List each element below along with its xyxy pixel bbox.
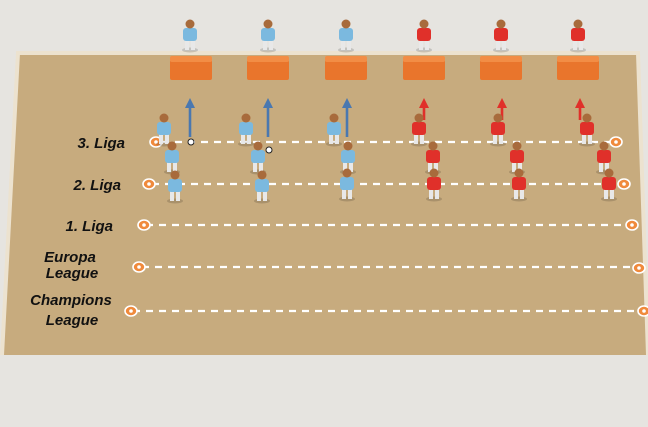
balls: [187, 138, 273, 154]
ball-icon: [187, 138, 195, 146]
player-icon: [570, 19, 586, 53]
label-champions-1: Champions: [30, 292, 112, 309]
player-icon: [416, 19, 432, 53]
arrow-icon: [419, 98, 429, 120]
cone-icon: [632, 262, 646, 274]
arrow-icon: [342, 98, 352, 137]
label-liga1: 1. Liga: [65, 218, 113, 235]
box-icon: [247, 56, 289, 80]
player-icon: [260, 19, 276, 53]
league-labels: 3. Liga 2. Liga 1. Liga Europa League Ch…: [30, 135, 125, 329]
arrow-icon: [575, 98, 585, 120]
label-liga3: 3. Liga: [77, 135, 125, 152]
cone-icon: [142, 178, 156, 190]
back-players: [182, 19, 586, 53]
box-icon: [325, 56, 367, 80]
player-icon: [182, 19, 198, 53]
cone-icon: [637, 305, 648, 317]
label-europa-2: League: [46, 265, 99, 282]
field: [2, 53, 648, 355]
arrow-icon: [263, 98, 273, 137]
label-liga2: 2. Liga: [72, 177, 121, 194]
cone-icon: [137, 219, 151, 231]
player-icon: [338, 19, 354, 53]
box-icon: [170, 56, 212, 80]
cone-icon: [617, 178, 631, 190]
ball-icon: [265, 146, 273, 154]
dashed-lines: [133, 140, 643, 313]
player-icon: [493, 19, 509, 53]
box-icon: [403, 56, 445, 80]
box-icon: [480, 56, 522, 80]
cone-icon: [609, 136, 623, 148]
cone-icon: [625, 219, 639, 231]
arrow-icon: [185, 98, 195, 137]
label-champions-2: League: [46, 312, 99, 329]
box-icon: [557, 56, 599, 80]
cone-icon: [124, 305, 138, 317]
label-europa-1: Europa: [44, 249, 96, 266]
field-boundary: [0, 51, 648, 356]
cone-icon: [132, 261, 146, 273]
